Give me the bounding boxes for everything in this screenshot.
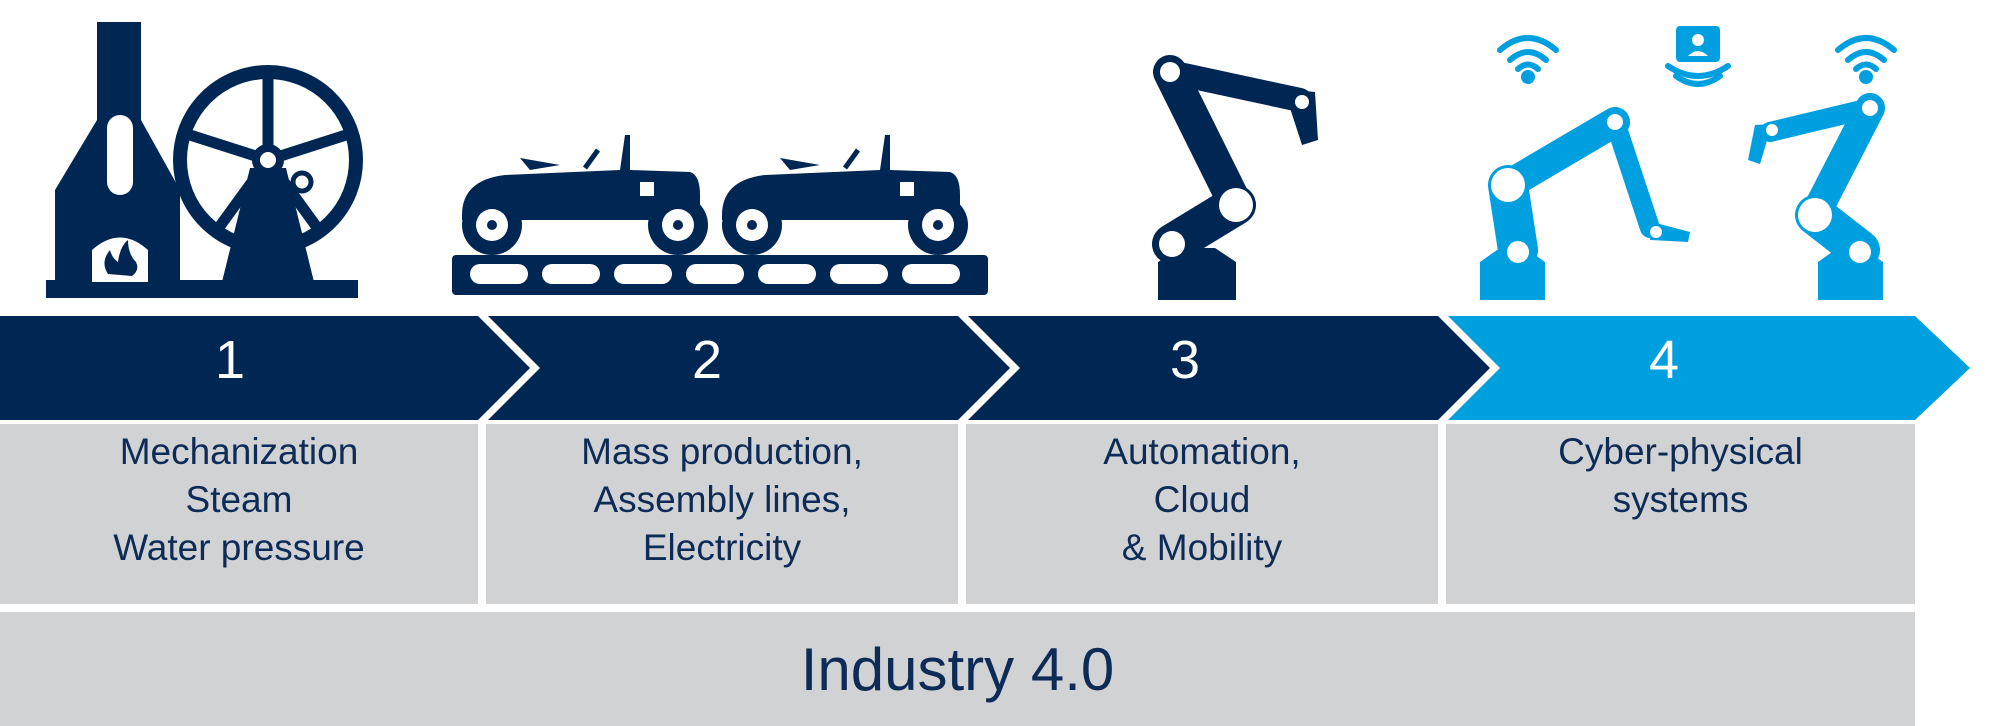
robot-arm-left: [1480, 107, 1690, 300]
description-line: Steam: [185, 479, 293, 520]
chevron-stage-1: [0, 316, 530, 420]
stage-number-4: 4: [1648, 330, 1680, 390]
connected-robots-icon: [1480, 26, 1897, 300]
stage-number-1: 1: [214, 330, 246, 390]
chevron-stage-4: [1448, 316, 1970, 420]
description-line: & Mobility: [1121, 527, 1283, 568]
description-line: Mass production,: [581, 431, 863, 472]
robot-arm-right: [1748, 93, 1885, 300]
stage-description-1: Mechanization Steam Water pressure: [0, 424, 478, 604]
description-line: Cyber-physical: [1558, 431, 1803, 472]
description-line: Assembly lines,: [593, 479, 851, 520]
stage-number-3: 3: [1169, 330, 1201, 390]
car-icon: [462, 135, 708, 255]
stage-description-4: Cyber-physical systems: [1446, 424, 1915, 604]
chevron-stage-2: [488, 316, 1010, 420]
description-line: Mechanization: [119, 431, 359, 472]
car-icon: [722, 135, 968, 255]
icon-row: [46, 22, 1897, 300]
stage-number-2: 2: [691, 330, 723, 390]
description-line: systems: [1612, 479, 1749, 520]
robot-arm-icon: [1152, 55, 1318, 300]
footer-title: Industry 4.0: [800, 635, 1115, 703]
stage-description-2: Mass production, Assembly lines, Electri…: [486, 424, 958, 604]
stage-description-3: Automation, Cloud & Mobility: [966, 424, 1438, 604]
description-line: Automation,: [1103, 431, 1301, 472]
description-line: Cloud: [1153, 479, 1251, 520]
description-line: Electricity: [642, 527, 802, 568]
steam-engine-icon: [46, 22, 363, 298]
description-line: Water pressure: [113, 527, 365, 568]
chevron-stage-3: [968, 316, 1490, 420]
assembly-line-icon: [452, 135, 988, 295]
footer-banner: Industry 4.0: [0, 612, 1915, 726]
